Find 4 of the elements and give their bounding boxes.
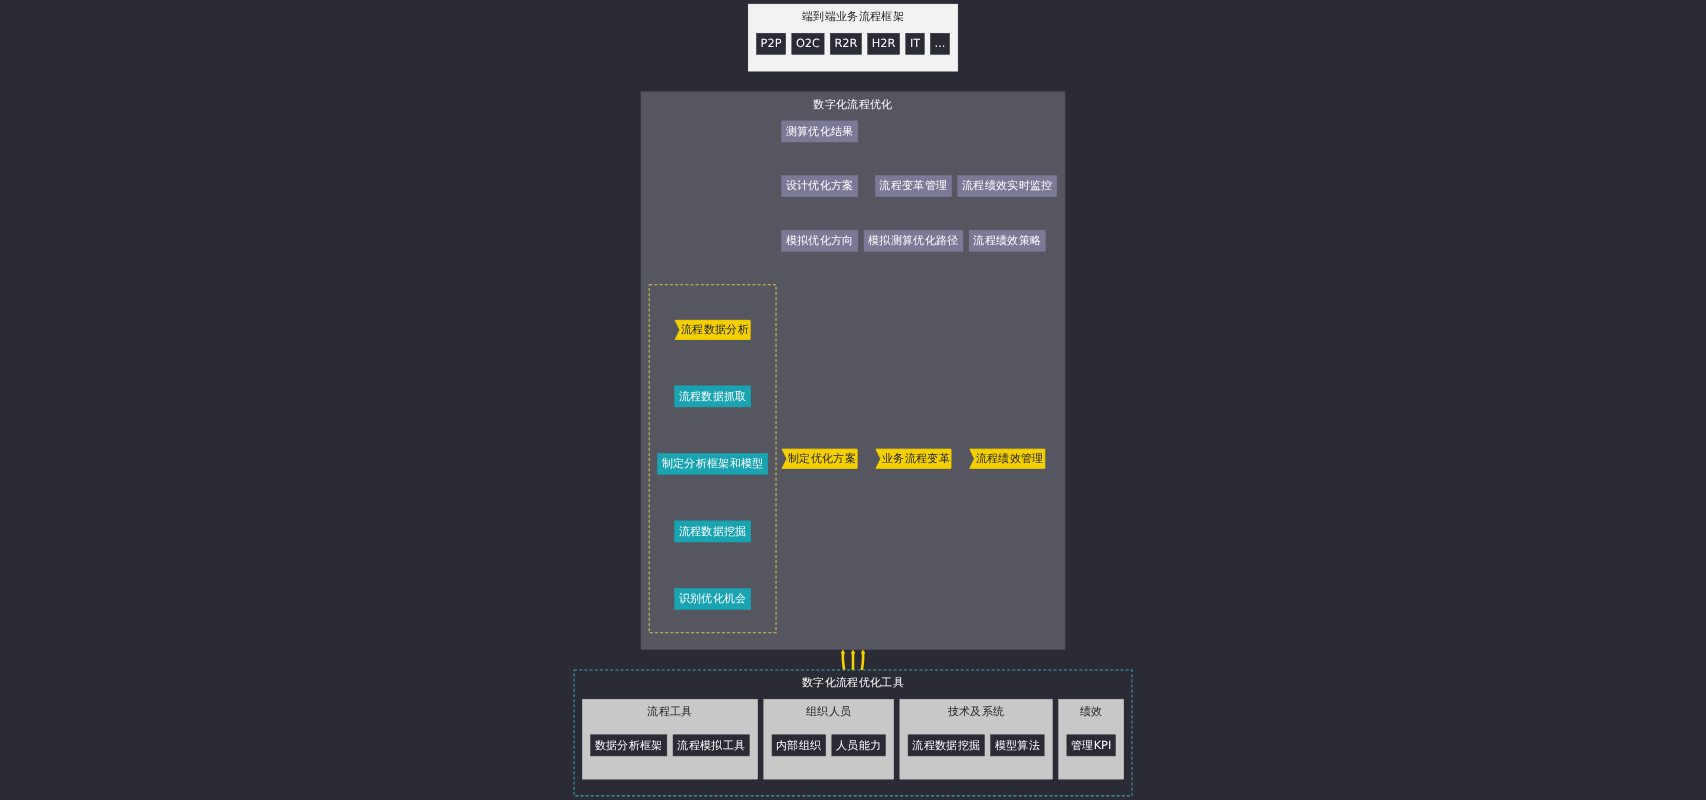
cluster — [648, 284, 777, 634]
arrow — [840, 649, 846, 671]
arrow — [850, 649, 856, 671]
arrow — [860, 649, 866, 671]
